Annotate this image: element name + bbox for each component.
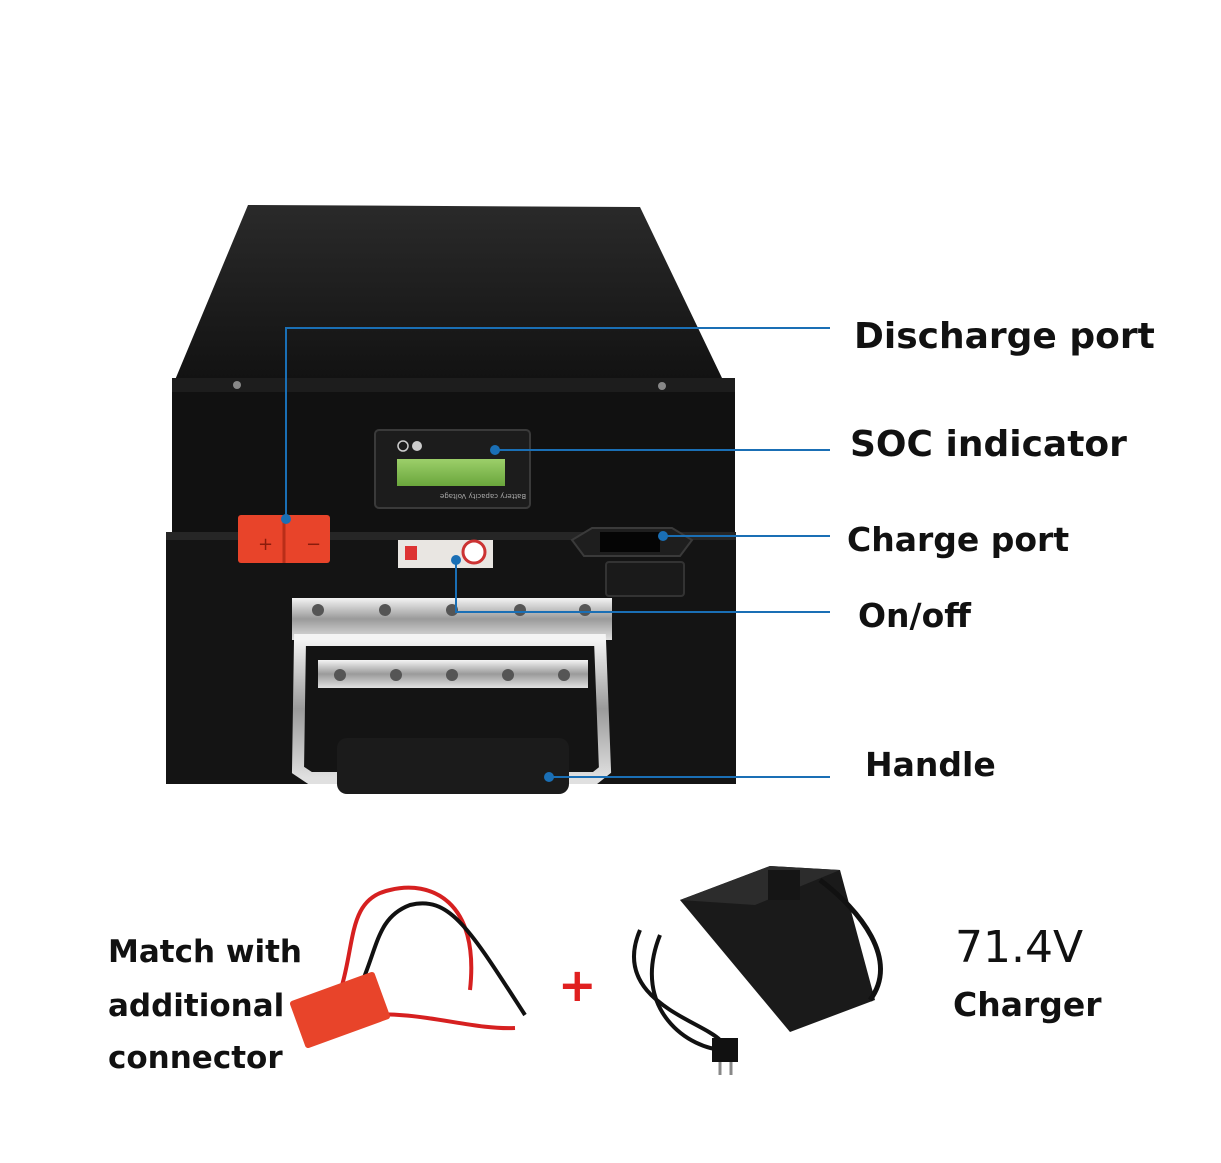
plus-sign: +: [558, 958, 597, 1012]
leader-lines: [285, 327, 830, 778]
discharge-connector: + −: [238, 515, 330, 563]
handle-label: Handle: [865, 745, 996, 784]
connector-caption-line3: connector: [108, 1040, 283, 1076]
battery-lid: [172, 205, 735, 392]
breaker-switch: [398, 539, 493, 568]
svg-text:−: −: [306, 534, 321, 555]
charger-voltage: 71.4V: [955, 922, 1084, 973]
cable-connector-illustration: [290, 885, 527, 1049]
charge-port-label: Charge port: [847, 520, 1070, 559]
charger-illustration: [631, 866, 883, 1075]
connector-caption-line2: additional: [108, 988, 285, 1024]
connector-caption-line1: Match with: [108, 934, 302, 970]
leader-dots: [281, 445, 668, 782]
charger-label: Charger: [953, 985, 1102, 1024]
display-caption: Battery capacity Voltage: [440, 492, 527, 500]
soc-indicator-label: SOC indicator: [850, 424, 1127, 465]
discharge-port-label: Discharge port: [854, 316, 1155, 357]
svg-text:+: +: [258, 534, 273, 555]
on-off-label: On/off: [858, 596, 972, 635]
